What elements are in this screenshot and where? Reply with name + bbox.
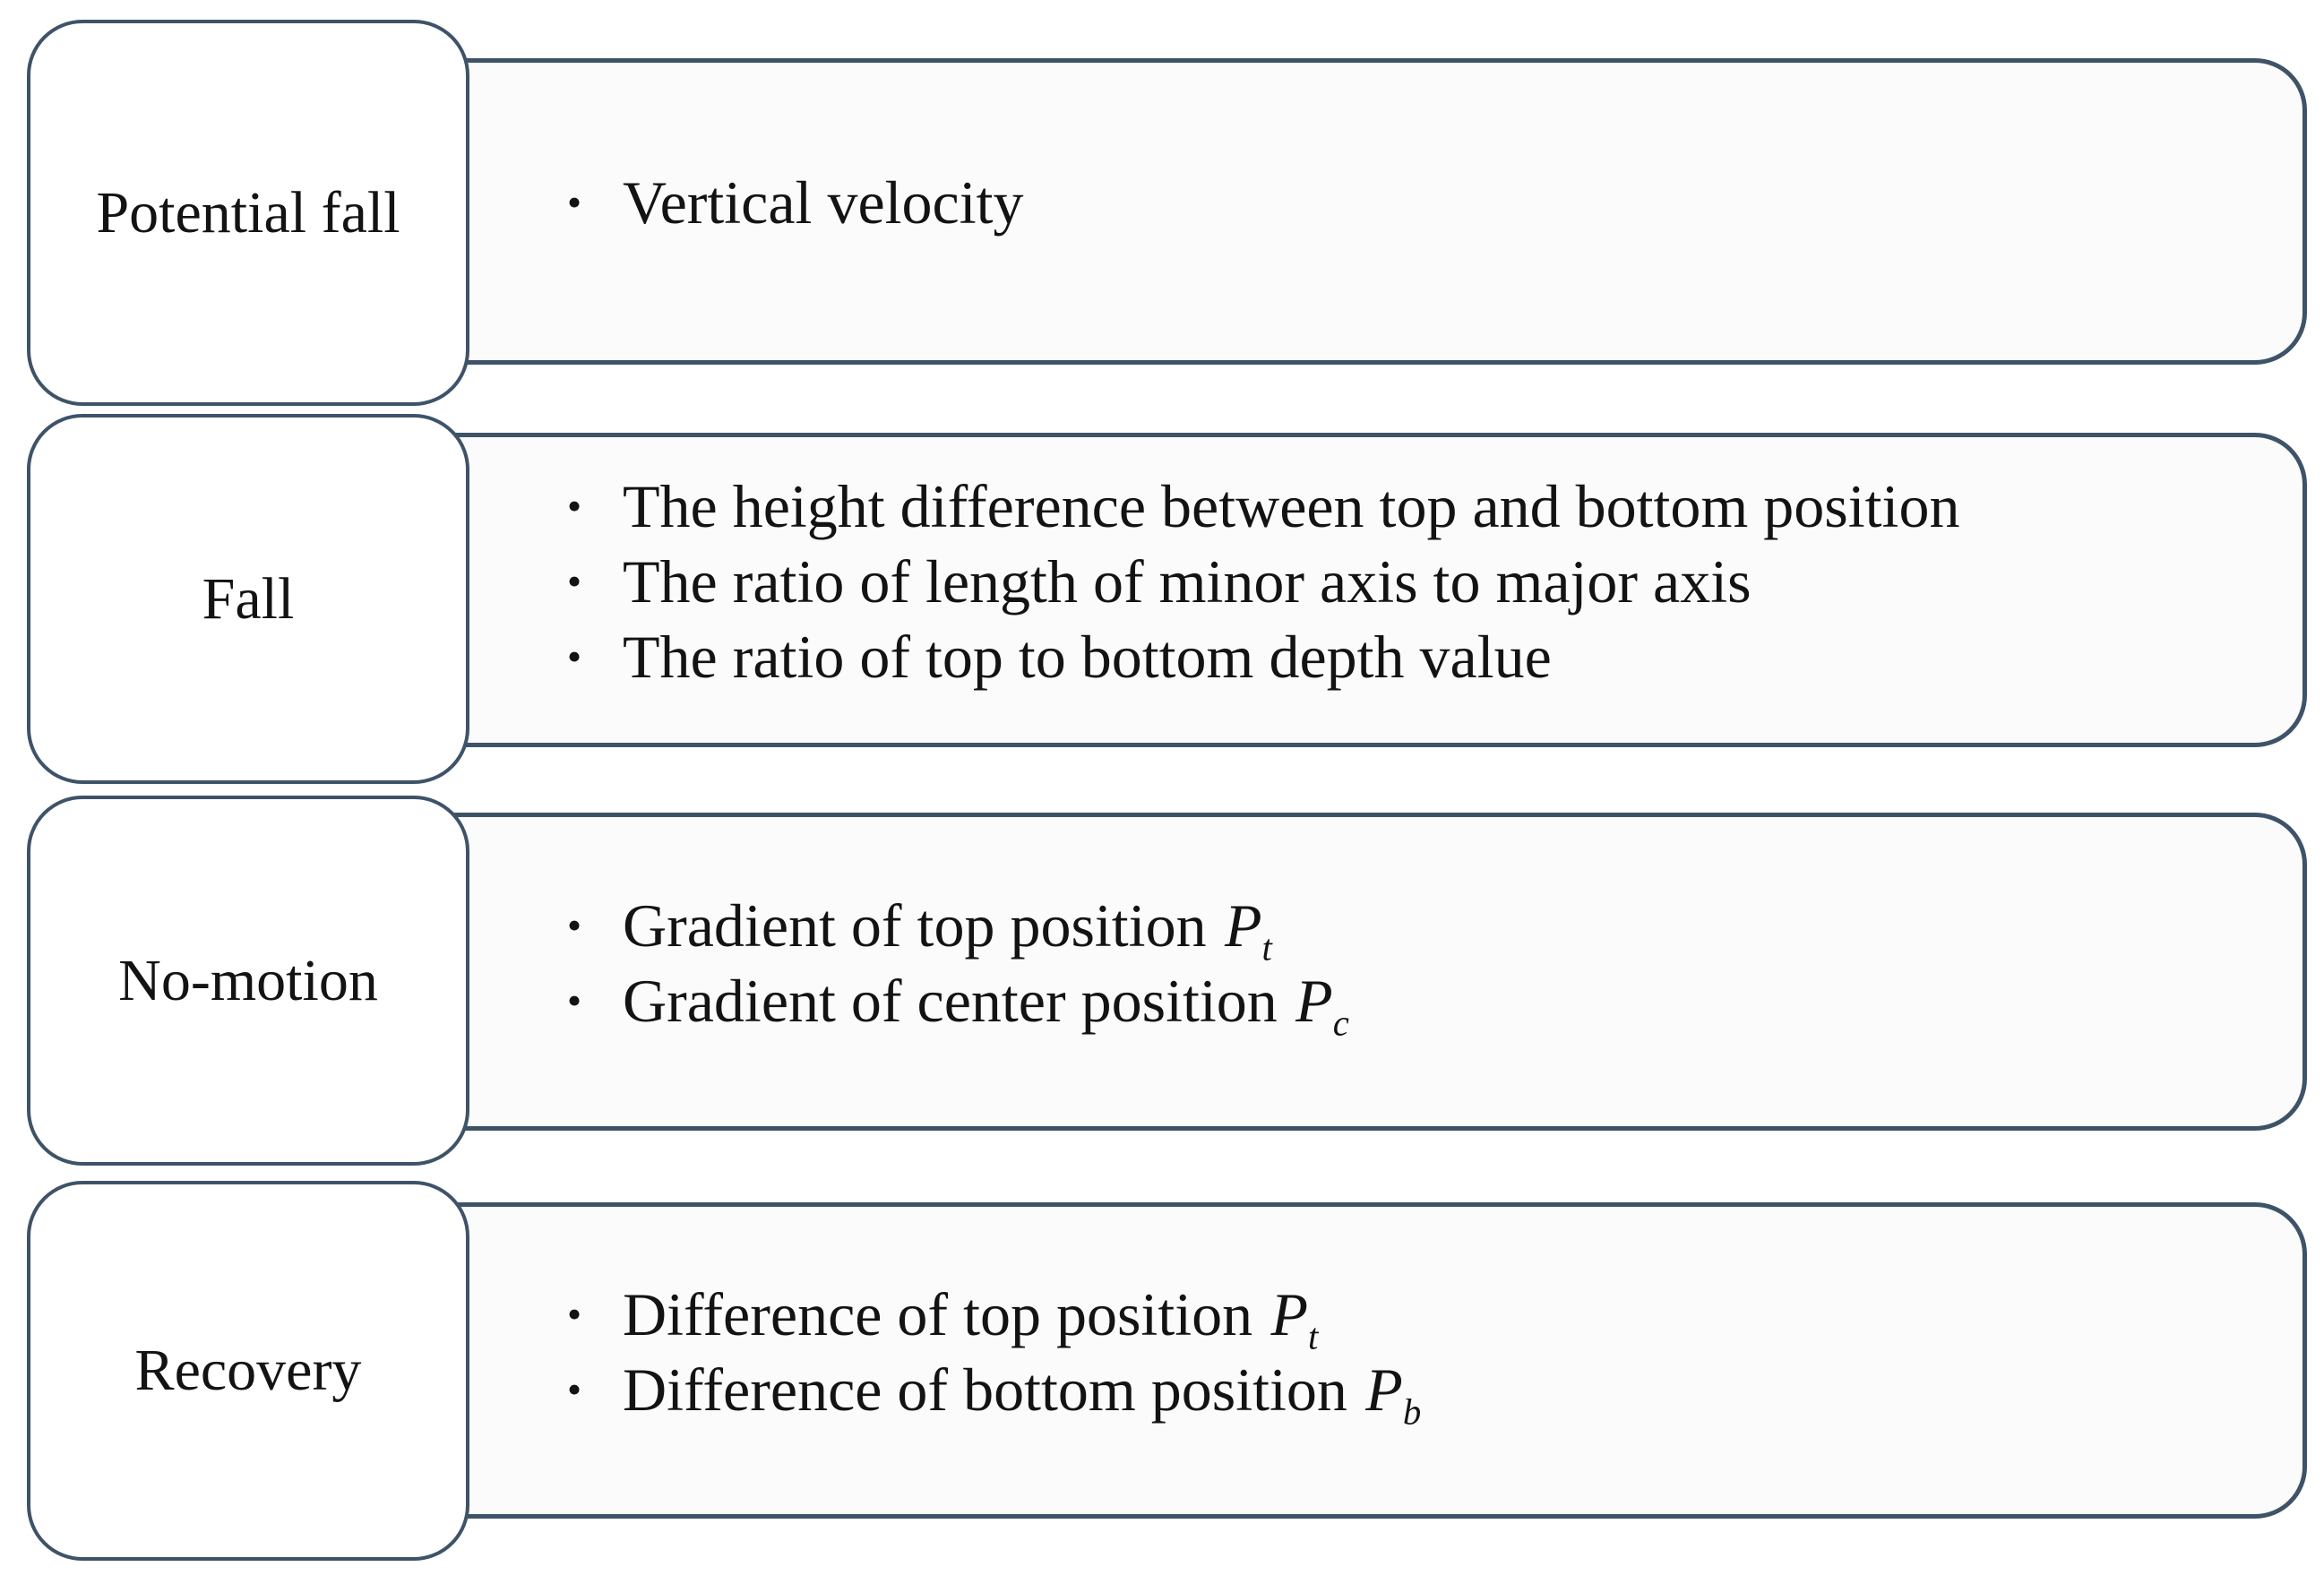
label-box-recovery: Recovery <box>27 1181 469 1561</box>
bullet-item: • The height difference between top and b… <box>565 469 2267 544</box>
bullet-icon: • <box>567 482 582 529</box>
bullet-text: Gradient of center position <box>623 966 1278 1035</box>
bullet-list: • Vertical velocity <box>565 165 2267 240</box>
bullet-icon: • <box>567 1290 582 1337</box>
bullet-text: The ratio of length of minor axis to maj… <box>623 547 1752 616</box>
bullet-text: Vertical velocity <box>623 168 1024 237</box>
bullet-icon: • <box>567 633 582 679</box>
bullet-item: • The ratio of top to bottom depth value <box>565 619 2267 694</box>
bullet-text: The ratio of top to bottom depth value <box>623 622 1552 691</box>
bullet-icon: • <box>567 1365 582 1412</box>
bullet-item: • Vertical velocity <box>565 165 2267 240</box>
bullet-text: Difference of bottom position <box>623 1355 1347 1424</box>
math-var-p: P <box>1365 1355 1403 1424</box>
label-box-no-motion: No-motion <box>27 796 469 1166</box>
bullet-icon: • <box>567 977 582 1023</box>
math-subscript: t <box>1261 927 1272 968</box>
bullet-text: The height difference between top and bo… <box>623 471 1960 540</box>
phase-label: Potential fall <box>96 179 400 245</box>
phase-label: No-motion <box>118 947 378 1013</box>
bullet-item: • Difference of bottom position Pb <box>565 1352 2267 1430</box>
math-subscript: b <box>1402 1391 1422 1432</box>
label-box-potential-fall: Potential fall <box>27 20 469 406</box>
bullet-icon: • <box>567 557 582 604</box>
bullet-item: • The ratio of length of minor axis to ma… <box>565 544 2267 619</box>
content-box-potential-fall: • Vertical velocity <box>453 58 2307 365</box>
bullet-list: • The height difference between top and b… <box>565 469 2267 694</box>
math-var-p: P <box>1224 891 1262 960</box>
math-subscript: t <box>1308 1316 1319 1356</box>
label-box-fall: Fall <box>27 414 469 784</box>
math-subscript: c <box>1332 1003 1349 1043</box>
bullet-icon: • <box>567 179 582 225</box>
bullet-text: Gradient of top position <box>623 891 1207 960</box>
bullet-icon: • <box>567 901 582 948</box>
phase-label: Recovery <box>134 1338 362 1404</box>
phase-label: Fall <box>202 565 295 632</box>
math-var-p: P <box>1295 966 1333 1035</box>
bullet-text: Difference of top position <box>623 1279 1253 1348</box>
content-box-fall: • The height difference between top and b… <box>453 433 2307 747</box>
math-var-p: P <box>1270 1279 1309 1348</box>
